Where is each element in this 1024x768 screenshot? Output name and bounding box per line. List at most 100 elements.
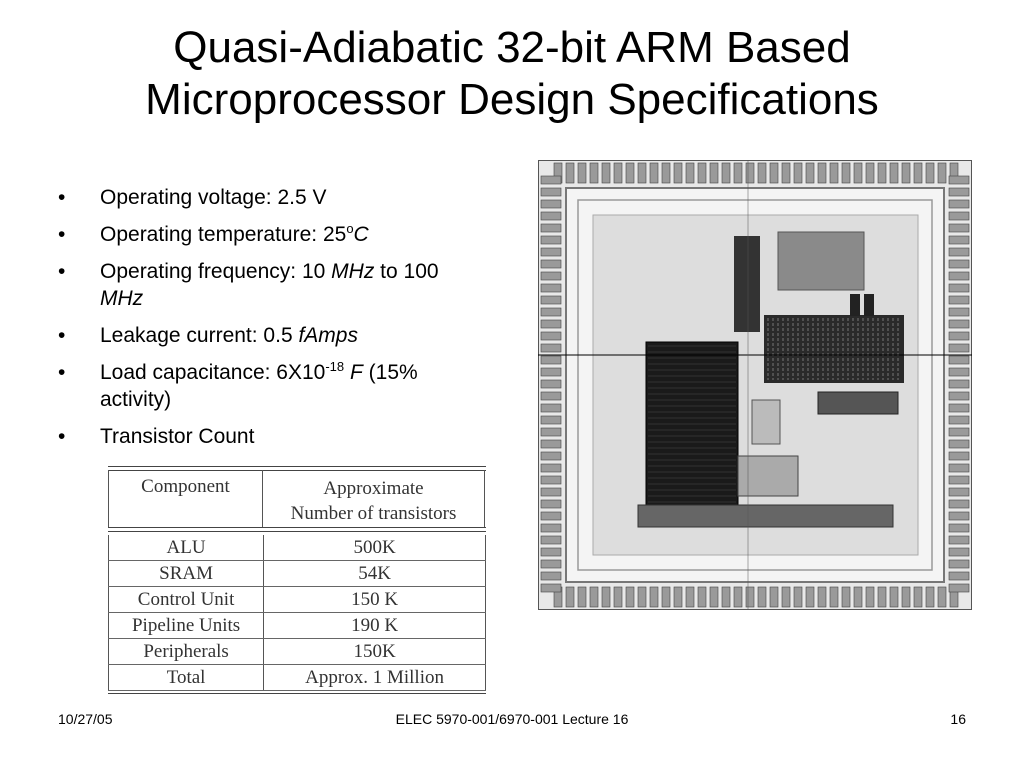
io-pad	[601, 162, 611, 184]
io-pad	[841, 586, 851, 608]
io-pad	[805, 162, 815, 184]
leakage-text: Leakage current: 0.5	[100, 324, 299, 347]
chip-pipeline-block	[817, 391, 899, 415]
io-pad	[661, 162, 671, 184]
bullet-dot-icon: •	[58, 223, 66, 246]
io-pad	[625, 586, 635, 608]
io-pad	[540, 427, 562, 437]
io-pad	[540, 379, 562, 389]
io-pad	[948, 451, 970, 461]
io-pad	[948, 199, 970, 209]
control-texture	[767, 318, 899, 380]
bullet-load: • Load capacitance: 6X10-18 F (15% activ…	[58, 359, 528, 413]
io-pad	[948, 427, 970, 437]
io-pad	[781, 162, 791, 184]
io-pad	[540, 331, 562, 341]
io-pad	[625, 162, 635, 184]
frequency-unit-1: MHz	[331, 260, 375, 283]
bullet-frequency: • Operating frequency: 10 MHz to 100 MHz	[58, 258, 528, 312]
io-pad	[948, 175, 970, 185]
io-pad	[540, 499, 562, 509]
bullet-transistor: • Transistor Count	[58, 423, 528, 450]
transistor-text: Transistor Count	[100, 425, 255, 448]
io-pad	[948, 511, 970, 521]
load-text: Load capacitance: 6X10	[100, 361, 326, 384]
bullet-dot-icon: •	[58, 425, 66, 448]
count-cell: 500K	[264, 535, 486, 560]
count-cell: 150 K	[264, 587, 486, 612]
io-pad	[540, 355, 562, 365]
io-pad	[673, 162, 683, 184]
io-pad	[948, 187, 970, 197]
component-cell: ALU	[108, 535, 265, 560]
leakage-unit: fAmps	[298, 324, 358, 347]
io-pad	[901, 586, 911, 608]
io-pad	[540, 523, 562, 533]
io-pad	[733, 586, 743, 608]
io-pad	[540, 187, 562, 197]
io-pad	[745, 162, 755, 184]
spec-bullet-list: • Operating voltage: 2.5 V • Operating t…	[58, 184, 528, 460]
io-pad	[540, 271, 562, 281]
io-pad	[948, 403, 970, 413]
io-pad	[721, 586, 731, 608]
io-pad	[925, 162, 935, 184]
io-pad	[948, 379, 970, 389]
io-pad	[540, 463, 562, 473]
component-cell: Pipeline Units	[108, 613, 265, 638]
chip-alu-block	[737, 455, 799, 497]
io-pad	[540, 235, 562, 245]
io-pad	[948, 439, 970, 449]
io-pad	[948, 223, 970, 233]
io-pad	[948, 355, 970, 365]
temperature-text: Operating temperature: 25	[100, 223, 347, 246]
io-pad	[709, 162, 719, 184]
io-pad	[948, 319, 970, 329]
io-pad	[913, 162, 923, 184]
io-pad	[817, 162, 827, 184]
io-pad	[769, 586, 779, 608]
io-pad	[948, 235, 970, 245]
io-pad	[540, 343, 562, 353]
io-pad	[948, 271, 970, 281]
io-pad	[937, 586, 947, 608]
io-pad	[540, 247, 562, 257]
io-pad	[948, 415, 970, 425]
io-pad	[948, 307, 970, 317]
io-pad	[948, 283, 970, 293]
io-pad	[540, 259, 562, 269]
io-pad	[757, 162, 767, 184]
io-pad	[877, 162, 887, 184]
header-approx: Approximate Number of transistors	[263, 470, 485, 527]
io-pad	[637, 162, 647, 184]
component-cell: Control Unit	[108, 587, 265, 612]
io-pad	[697, 586, 707, 608]
io-pad	[540, 547, 562, 557]
io-pad	[948, 391, 970, 401]
io-pad	[948, 211, 970, 221]
component-cell: Total	[108, 665, 265, 690]
io-pad	[565, 586, 575, 608]
table-bottom-rule	[108, 693, 486, 694]
io-pad	[793, 586, 803, 608]
io-pad	[540, 367, 562, 377]
io-pad	[540, 475, 562, 485]
io-pad	[540, 211, 562, 221]
io-pad	[601, 586, 611, 608]
header-approx-line-1: Approximate	[323, 478, 424, 499]
chip-small-dark-2	[850, 294, 860, 316]
io-pad	[745, 586, 755, 608]
io-pad	[877, 586, 887, 608]
io-pad	[613, 586, 623, 608]
temperature-degree: o	[346, 221, 354, 236]
io-pad	[805, 586, 815, 608]
io-pad	[948, 343, 970, 353]
io-pad	[889, 162, 899, 184]
io-pad	[540, 295, 562, 305]
io-pad	[948, 583, 970, 593]
